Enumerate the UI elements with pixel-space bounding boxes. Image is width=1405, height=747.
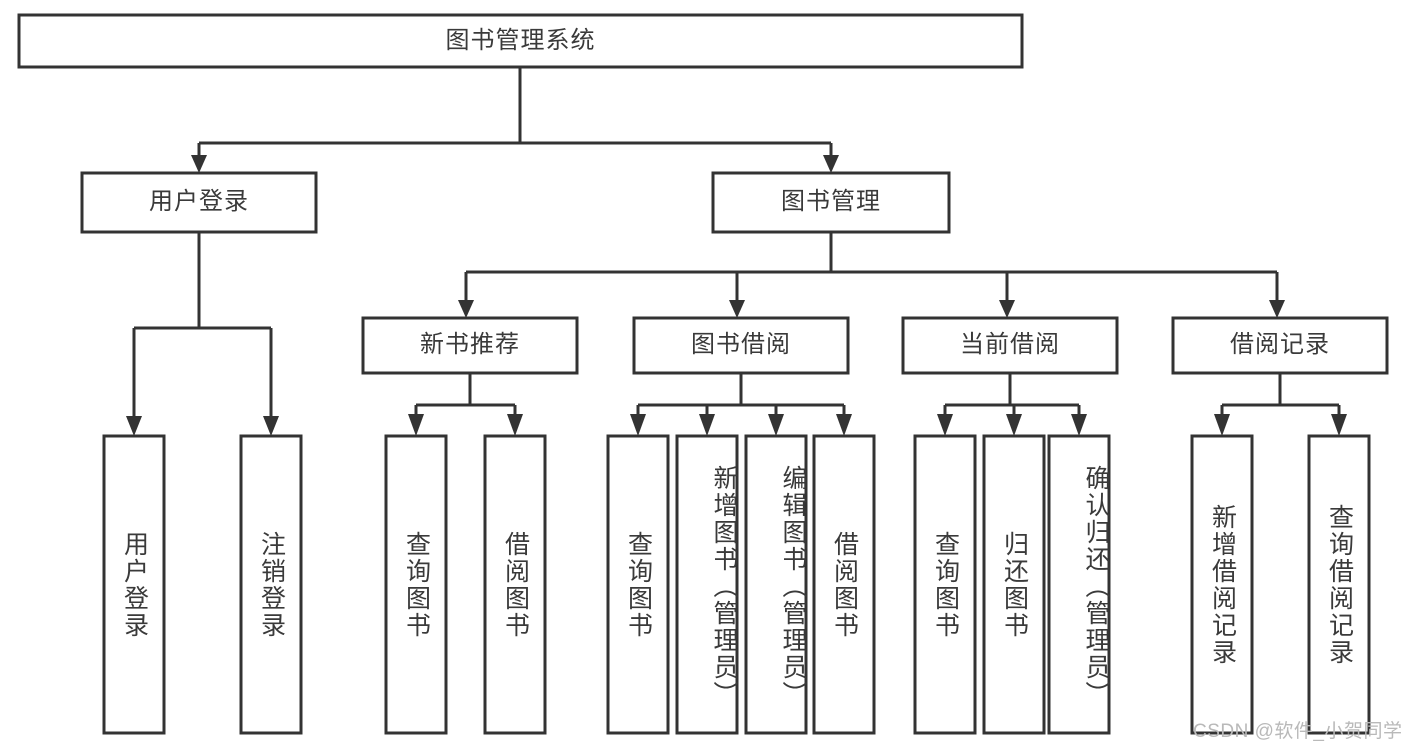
arrow-head-leaf-query-book-2 <box>630 414 646 436</box>
node-box-leaf-query-book-2[interactable] <box>606 434 670 735</box>
node-box-leaf-query-record[interactable] <box>1307 434 1371 735</box>
arrow-head-leaf-query-book-3 <box>937 414 953 436</box>
node-box-leaf-user-login[interactable] <box>102 434 166 735</box>
node-box-root[interactable] <box>17 13 1024 69</box>
node-box-book-borrow[interactable] <box>632 316 850 375</box>
arrow-head-leaf-logout-login <box>263 416 279 436</box>
arrow-head-new-book-recommend <box>458 300 474 318</box>
arrow-head-current-borrow <box>999 300 1015 318</box>
arrow-head-leaf-user-login <box>126 416 142 436</box>
arrow-head-borrow-record <box>1269 300 1285 318</box>
node-box-leaf-add-record[interactable] <box>1190 434 1254 735</box>
node-box-leaf-logout-login[interactable] <box>239 434 303 735</box>
node-box-user-login[interactable] <box>80 171 318 234</box>
node-box-leaf-query-book-1[interactable] <box>384 434 448 735</box>
arrow-head-book-management <box>823 155 839 173</box>
node-box-current-borrow[interactable] <box>901 316 1119 375</box>
node-box-leaf-return-book[interactable] <box>982 434 1046 735</box>
node-box-new-book-recommend[interactable] <box>361 316 579 375</box>
node-box-leaf-borrow-book-2[interactable] <box>812 434 876 735</box>
node-box-leaf-edit-book[interactable] <box>744 434 808 735</box>
arrow-head-leaf-borrow-book-2 <box>836 414 852 436</box>
arrow-head-leaf-return-book <box>1006 414 1022 436</box>
node-box-leaf-query-book-3[interactable] <box>913 434 977 735</box>
watermark-text: CSDN @软件_小贺同学 <box>1193 721 1403 742</box>
arrow-head-leaf-confirm-return <box>1071 414 1087 436</box>
arrow-head-leaf-borrow-book-1 <box>507 414 523 436</box>
arrow-head-leaf-edit-book <box>768 414 784 436</box>
arrow-head-leaf-add-book <box>699 414 715 436</box>
arrow-head-leaf-query-book-1 <box>408 414 424 436</box>
node-box-leaf-confirm-return[interactable] <box>1047 434 1111 735</box>
arrow-head-leaf-add-record <box>1214 414 1230 436</box>
node-box-leaf-add-book[interactable] <box>675 434 739 735</box>
arrow-head-book-borrow <box>729 300 745 318</box>
arrow-head-user-login <box>191 155 207 173</box>
arrow-head-leaf-query-record <box>1331 414 1347 436</box>
node-box-borrow-record[interactable] <box>1171 316 1389 375</box>
node-box-leaf-borrow-book-1[interactable] <box>483 434 547 735</box>
node-box-book-management[interactable] <box>711 171 951 234</box>
